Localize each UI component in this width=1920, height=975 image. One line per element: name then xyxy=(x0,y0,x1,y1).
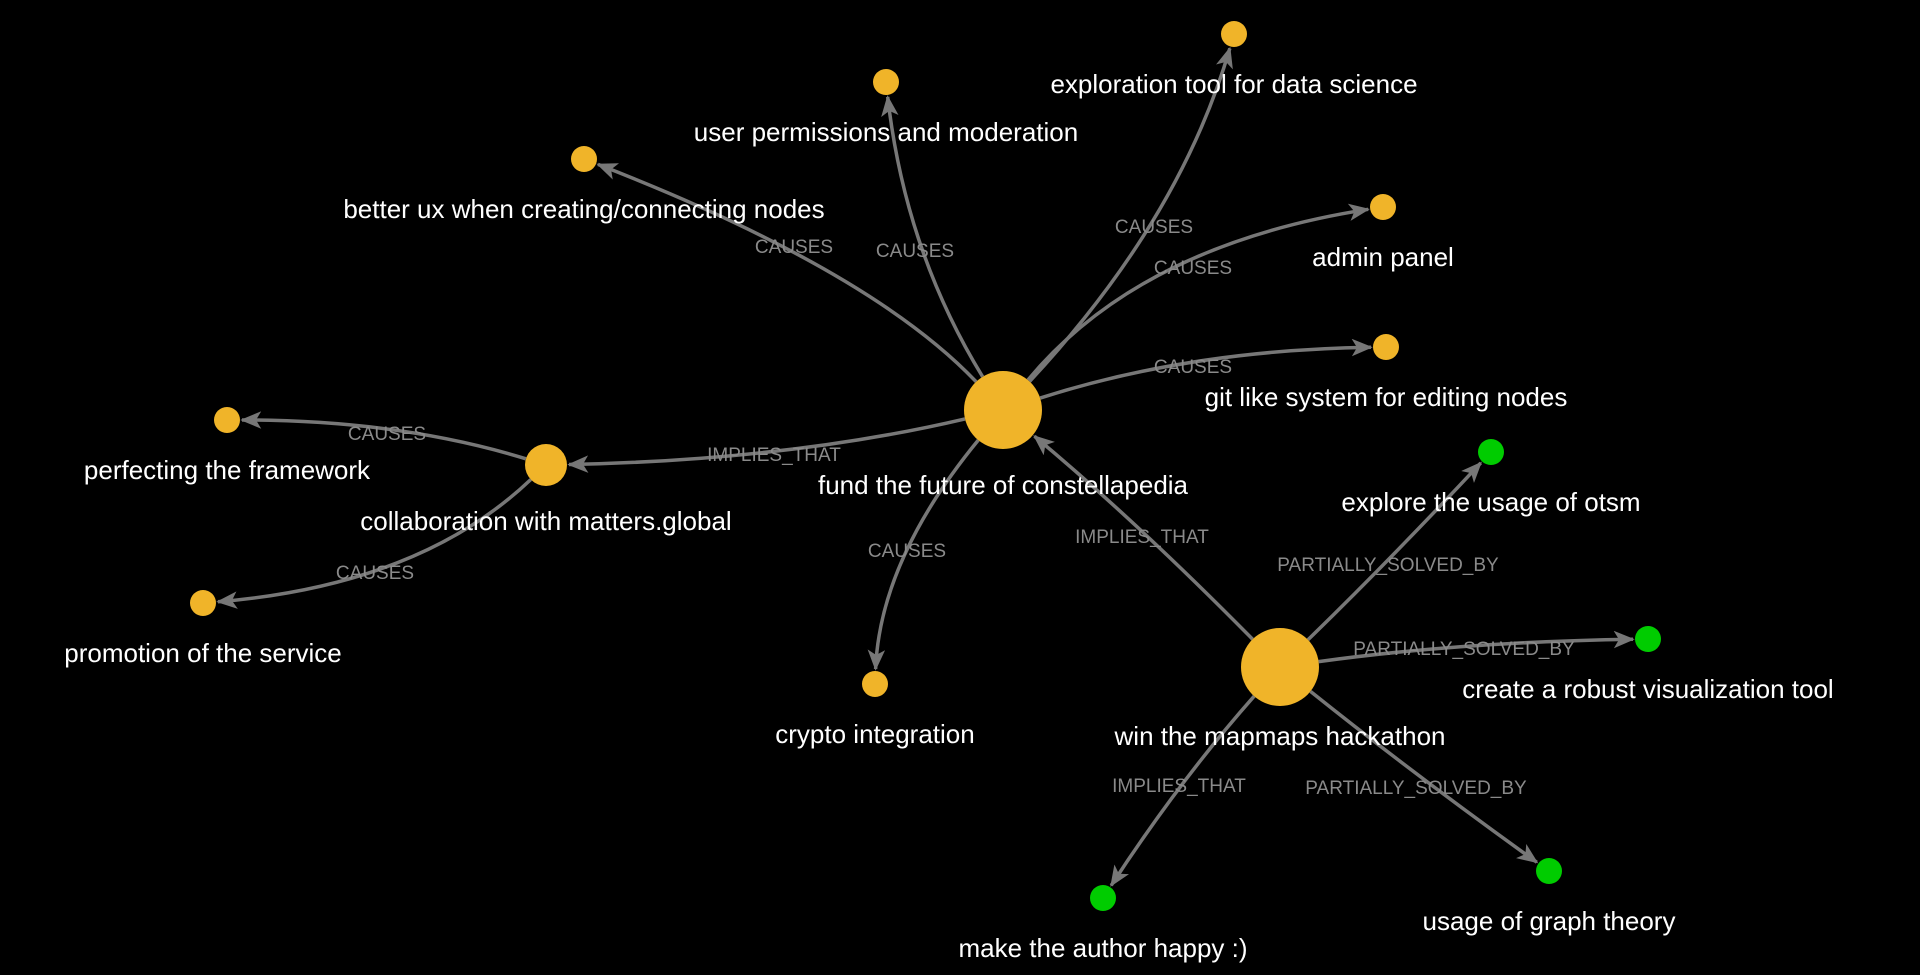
edge-collab-to-perfect[interactable] xyxy=(240,411,527,461)
node-label-otsm: explore the usage of otsm xyxy=(1341,487,1640,517)
edge-label: PARTIALLY_SOLVED_BY xyxy=(1305,778,1527,799)
node-perms[interactable] xyxy=(873,69,899,95)
edge-label: IMPLIES_THAT xyxy=(1112,776,1246,797)
node-label-viz: create a robust visualization tool xyxy=(1462,674,1833,704)
edge-hackathon-to-otsm[interactable] xyxy=(1306,461,1483,642)
edge-label: PARTIALLY_SOLVED_BY xyxy=(1353,639,1575,660)
node-label-explore_tool: exploration tool for data science xyxy=(1050,69,1417,99)
edge-label: IMPLIES_THAT xyxy=(707,445,841,466)
node-label-admin: admin panel xyxy=(1312,242,1454,272)
node-label-graph_theory: usage of graph theory xyxy=(1423,906,1676,936)
edge-label: CAUSES xyxy=(1154,258,1232,279)
node-explore_tool[interactable] xyxy=(1221,21,1247,47)
edge-label: CAUSES xyxy=(876,241,954,262)
node-label-happy: make the author happy :) xyxy=(958,933,1247,963)
node-crypto[interactable] xyxy=(862,671,888,697)
edges-layer xyxy=(216,46,1635,887)
node-admin[interactable] xyxy=(1370,194,1396,220)
node-label-hackathon: win the mapmaps hackathon xyxy=(1114,721,1446,751)
edge-label: CAUSES xyxy=(868,541,946,562)
edge-fund-to-ux[interactable] xyxy=(596,162,978,383)
node-collab[interactable] xyxy=(525,444,567,486)
node-label-perfect: perfecting the framework xyxy=(84,455,371,485)
edge-label: CAUSES xyxy=(336,563,414,584)
edge-label: CAUSES xyxy=(1115,217,1193,238)
edge-hackathon-to-graph_theory[interactable] xyxy=(1309,689,1539,864)
edge-label: IMPLIES_THAT xyxy=(1075,527,1209,548)
node-label-ux: better ux when creating/connecting nodes xyxy=(343,194,824,224)
node-happy[interactable] xyxy=(1090,885,1116,911)
node-label-collab: collaboration with matters.global xyxy=(360,506,731,536)
node-promo[interactable] xyxy=(190,590,216,616)
edge-label: PARTIALLY_SOLVED_BY xyxy=(1277,555,1499,576)
node-hackathon[interactable] xyxy=(1241,628,1319,706)
node-labels-layer: fund the future of constellapedia collabo… xyxy=(64,69,1833,963)
edge-label: CAUSES xyxy=(755,237,833,258)
edge-fund-to-git[interactable] xyxy=(1039,338,1373,400)
edge-hackathon-to-fund[interactable] xyxy=(1033,434,1254,641)
node-graph_theory[interactable] xyxy=(1536,858,1562,884)
node-otsm[interactable] xyxy=(1478,439,1504,465)
node-label-promo: promotion of the service xyxy=(64,638,341,668)
node-label-crypto: crypto integration xyxy=(775,719,974,749)
node-fund[interactable] xyxy=(964,371,1042,449)
nodes-layer xyxy=(190,21,1661,911)
edge-label: CAUSES xyxy=(1154,357,1232,378)
edge-fund-to-admin[interactable] xyxy=(1026,203,1370,382)
edge-fund-to-collab[interactable] xyxy=(567,417,966,473)
node-label-fund: fund the future of constellapedia xyxy=(818,470,1189,500)
node-viz[interactable] xyxy=(1635,626,1661,652)
node-label-perms: user permissions and moderation xyxy=(694,117,1078,147)
edge-collab-to-promo[interactable] xyxy=(216,478,532,609)
edge-fund-to-crypto[interactable] xyxy=(867,439,980,671)
edge-fund-to-perms[interactable] xyxy=(881,95,985,378)
node-ux[interactable] xyxy=(571,146,597,172)
node-perfect[interactable] xyxy=(214,407,240,433)
node-git[interactable] xyxy=(1373,334,1399,360)
edge-hackathon-to-happy[interactable] xyxy=(1109,695,1256,887)
edge-label: CAUSES xyxy=(348,424,426,445)
edge-labels-layer: CAUSES CAUSES CAUSES CAUSES CAUSES CAUSES IMPL… xyxy=(336,217,1575,799)
edge-hackathon-to-viz[interactable] xyxy=(1318,630,1635,664)
node-label-git: git like system for editing nodes xyxy=(1205,382,1568,412)
